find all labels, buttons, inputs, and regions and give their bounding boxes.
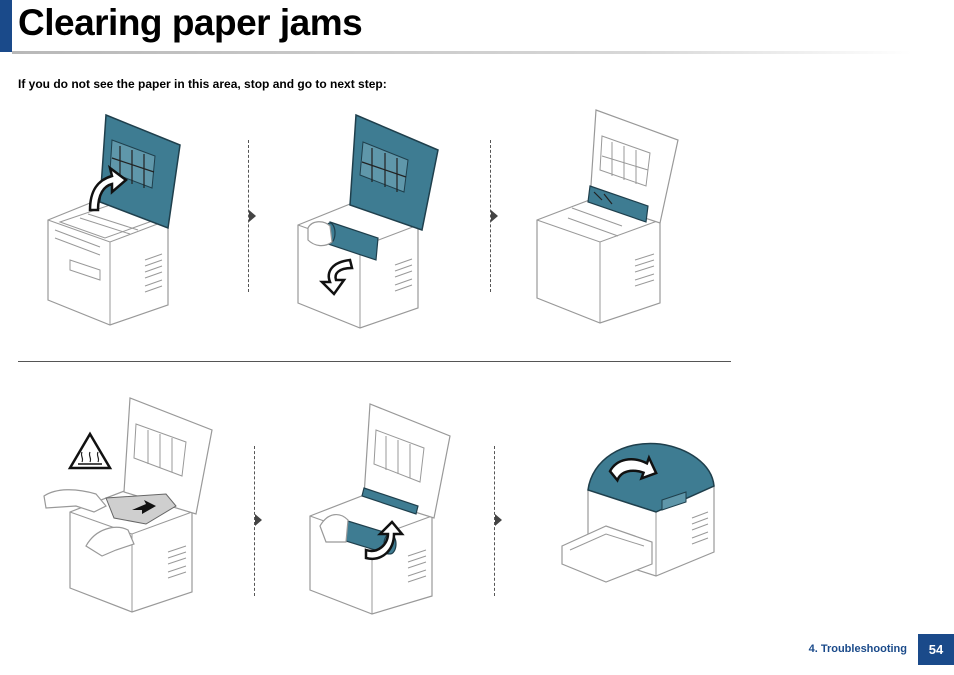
step-divider xyxy=(254,446,255,596)
step-arrow xyxy=(255,514,262,526)
step-3-illustration xyxy=(536,109,679,324)
step-arrow xyxy=(491,210,498,222)
step-4-illustration xyxy=(43,397,213,613)
title-underline xyxy=(12,51,912,54)
step-divider xyxy=(494,446,495,596)
hot-surface-warning-icon xyxy=(67,431,113,470)
step-arrow xyxy=(249,210,256,222)
step-divider xyxy=(248,140,249,292)
step-1-illustration xyxy=(47,113,181,326)
page-number-badge: 54 xyxy=(918,634,954,665)
page-title: Clearing paper jams xyxy=(18,2,363,43)
step-arrow xyxy=(495,514,502,526)
step-5-illustration xyxy=(309,403,451,615)
title-accent-bar xyxy=(0,0,12,52)
section-divider xyxy=(18,361,731,362)
step-divider xyxy=(490,140,491,292)
footer-section-label: 4. Troubleshooting xyxy=(808,643,907,655)
step-2-illustration xyxy=(297,113,439,329)
step-6-illustration xyxy=(561,442,715,583)
instruction-text: If you do not see the paper in this area… xyxy=(18,77,387,91)
